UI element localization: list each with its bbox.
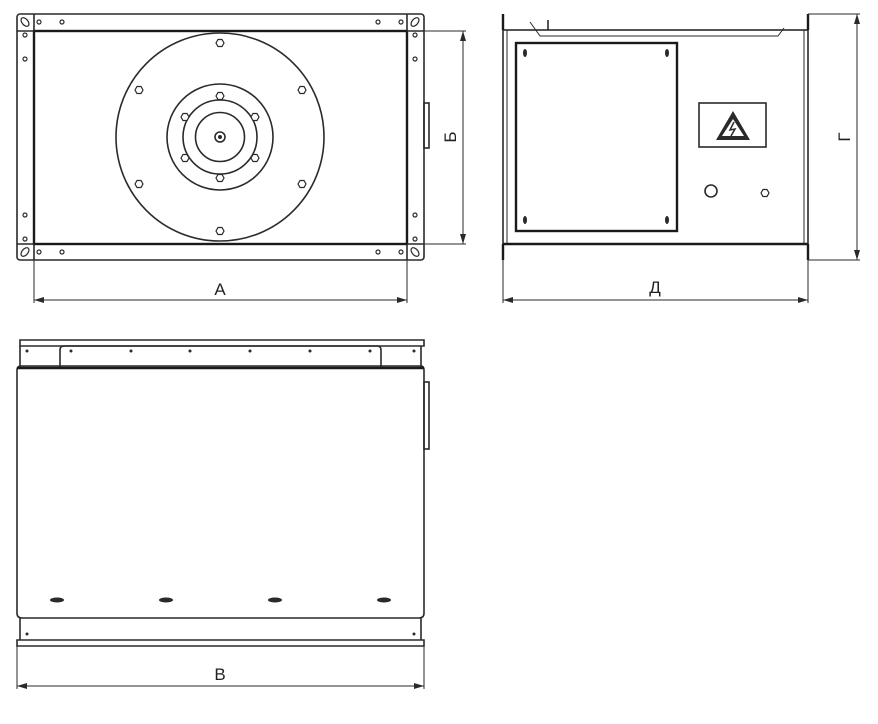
dimension-b: Б [424,30,466,245]
access-door [514,41,679,233]
mounting-holes [20,17,420,257]
door-latches [523,49,669,224]
dimension-label-d: Д [649,278,661,297]
top-side-handle [423,381,430,450]
bottom-flange [16,639,425,647]
dimension-g: Г [808,13,860,261]
side-housing [502,29,809,245]
side-view: Д Г [501,13,860,303]
switch-knob [704,184,718,198]
bottom-latches [50,597,391,603]
dimension-v: В [16,646,425,689]
dimension-label-a: А [214,280,226,299]
side-handle [423,102,430,149]
fan-impeller [115,32,325,242]
front-view: А Б [16,13,466,303]
top-view: В [16,339,430,689]
dimension-label-b: Б [441,131,460,142]
dimension-d: Д [502,260,809,303]
warning-plate [698,102,767,148]
cable-bracket [529,21,785,37]
dimension-label-v: В [214,665,225,684]
dimension-a: А [33,260,408,303]
cable-gland [760,188,770,198]
dimension-label-g: Г [835,132,854,141]
front-inner-opening [32,29,409,246]
top-flange [19,339,425,347]
top-housing-panel [16,365,425,619]
